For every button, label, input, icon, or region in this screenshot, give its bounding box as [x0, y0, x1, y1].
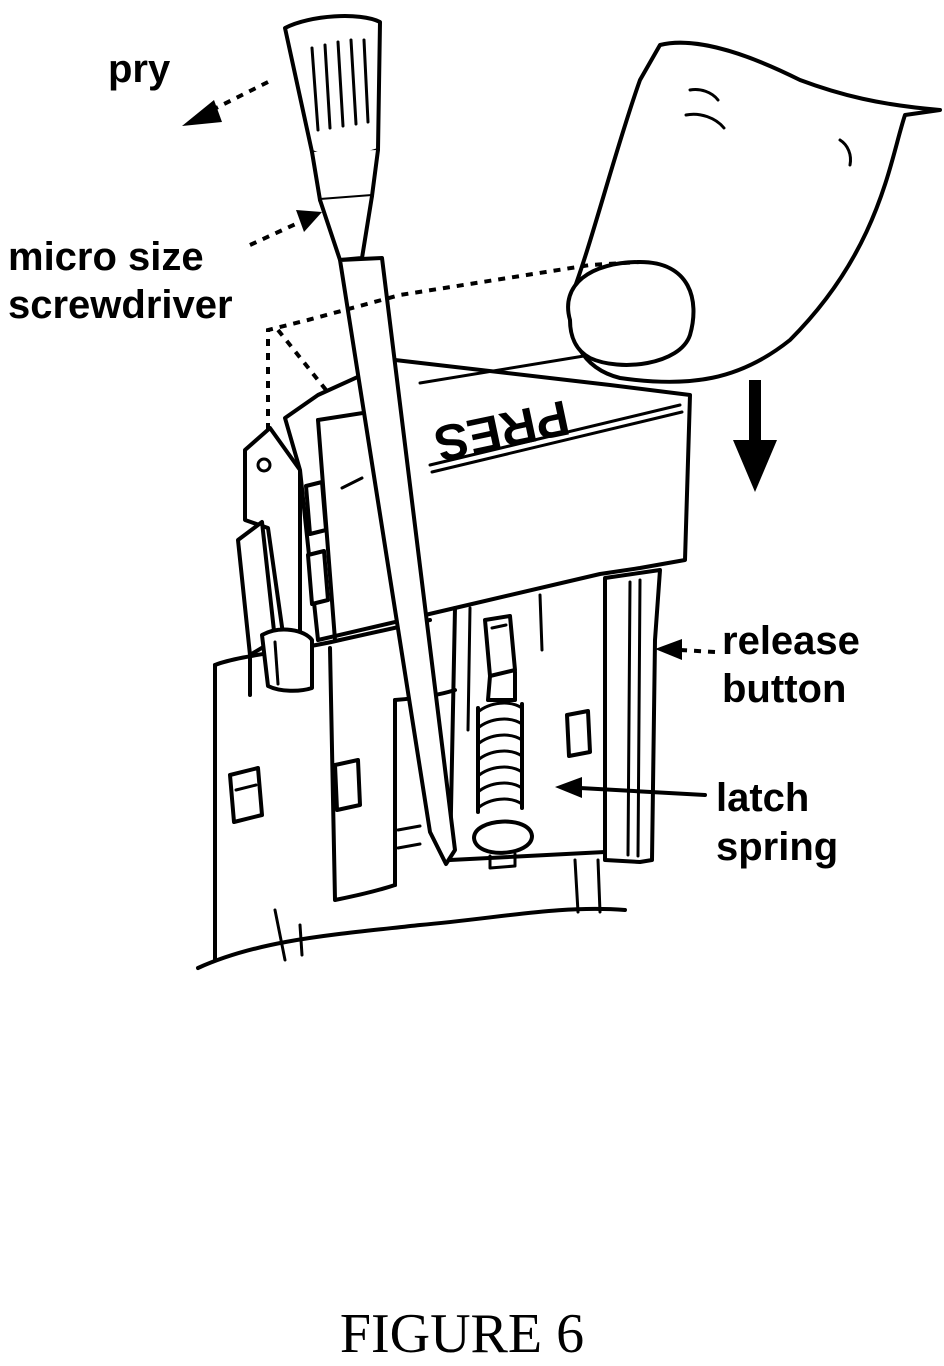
side-latch-tab: [236, 426, 314, 697]
micro-screwdriver: [283, 14, 457, 866]
release-button-leader-arrow: [655, 639, 716, 660]
finger: [566, 40, 942, 384]
label-latch-line2: spring: [716, 825, 838, 869]
housing-window-mid: [333, 758, 362, 812]
label-latch-line1: latch: [716, 776, 809, 820]
housing-window-left: [228, 766, 264, 824]
label-release-line1: release: [722, 619, 860, 663]
pry-arrow: [182, 80, 269, 126]
release-button-leg: [448, 568, 662, 864]
label-screwdriver-line1: micro size: [8, 235, 204, 279]
latch-spring: [472, 614, 534, 870]
label-pry: pry: [108, 47, 171, 91]
connector-housing: [213, 618, 602, 962]
label-screwdriver-line2: screwdriver: [8, 283, 233, 327]
press-down-arrow: [733, 380, 777, 492]
figure-caption: FIGURE 6: [340, 1303, 584, 1365]
housing-window-right: [565, 709, 592, 758]
housing-base-line: [196, 906, 627, 970]
button-travel-outline-inner: [276, 328, 332, 397]
button-travel-outline: [266, 260, 641, 430]
label-release-line2: button: [722, 667, 846, 711]
latch-spring-leader-arrow: [555, 777, 707, 798]
screwdriver-leader-arrow: [249, 210, 322, 247]
